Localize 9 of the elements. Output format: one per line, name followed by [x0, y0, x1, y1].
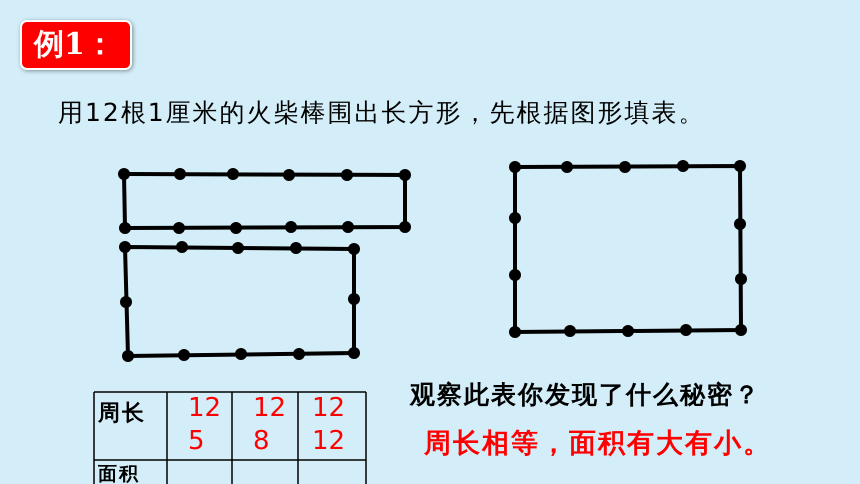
instruction-text: 用12根1厘米的火柴棒围出长方形，先根据图形填表。	[58, 97, 706, 129]
table-value: 12 12	[312, 392, 346, 458]
table-value: 12 5	[188, 392, 222, 458]
row-header: 面积	[98, 462, 140, 484]
answer-text: 周长相等，面积有大有小。	[424, 427, 772, 461]
question-text: 观察此表你发现了什么秘密？	[410, 379, 761, 411]
table-value: 12 8	[253, 392, 287, 458]
example-badge: 例1：	[20, 20, 132, 70]
row-header: 周长	[98, 400, 146, 428]
